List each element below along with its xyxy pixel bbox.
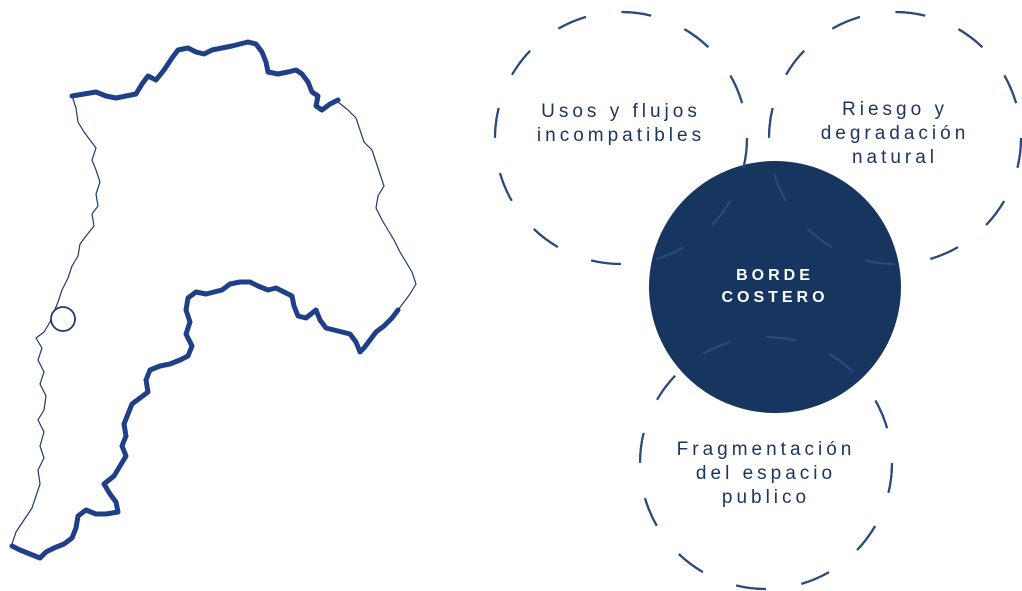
map-bold-border-north xyxy=(69,39,341,113)
region-map xyxy=(9,39,417,561)
map-thin-border-east xyxy=(337,101,417,311)
issue-label-line: natural xyxy=(851,147,939,168)
core-label-line: BORDE xyxy=(736,267,814,284)
issue-label-natural-risk: Riesgo y degradación natural xyxy=(821,98,970,170)
issue-circle-overlay-bottom xyxy=(639,336,893,590)
issue-circle-overlay-left xyxy=(494,11,748,265)
issue-circle-overlay-right xyxy=(768,11,1022,265)
issue-label-line: incompatibles xyxy=(536,125,706,146)
location-marker-icon xyxy=(50,306,76,332)
core-label: BORDE COSTERO xyxy=(721,265,828,309)
issue-label-line: Usos y flujos xyxy=(541,101,701,122)
issue-label-public-space: Fragmentación del espacio publico xyxy=(677,438,856,510)
issue-label-incompatible-uses: Usos y flujos incompatibles xyxy=(537,100,705,148)
issue-label-line: Riesgo y xyxy=(842,99,948,120)
issue-label-line: del espacio xyxy=(695,463,837,484)
issue-label-line: publico xyxy=(721,487,811,508)
core-label-line: COSTERO xyxy=(721,289,829,306)
issue-label-line: degradación xyxy=(820,123,970,144)
issue-label-line: Fragmentación xyxy=(676,439,856,460)
map-bold-border-south xyxy=(9,279,401,561)
